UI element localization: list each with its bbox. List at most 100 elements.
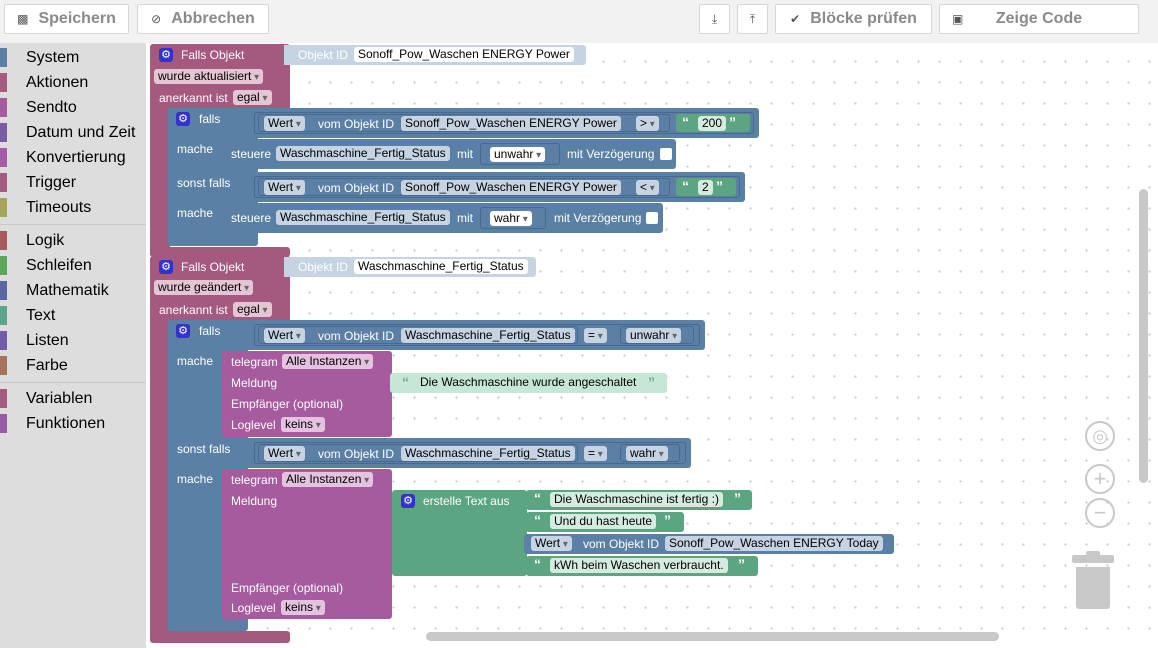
blockly-workspace[interactable]: ⚙ Falls Objekt Objekt ID Sonoff_Pow_Wasc… (146, 43, 1158, 648)
category-konvertierung[interactable]: Konvertierung (0, 145, 146, 170)
category-datum-und-zeit[interactable]: Datum und Zeit (0, 120, 146, 145)
category-aktionen[interactable]: Aktionen (0, 70, 146, 95)
category-label: Timeouts (26, 198, 92, 216)
category-color-swatch (0, 98, 7, 117)
event-dropdown[interactable]: wurde geändert (154, 280, 254, 295)
category-listen[interactable]: Listen (0, 328, 146, 353)
delay-checkbox[interactable] (660, 148, 672, 160)
object-id-field[interactable]: Sonoff_Pow_Waschen ENERGY Today (665, 536, 883, 551)
bool-dropdown[interactable]: wahr (490, 211, 532, 226)
category-label: Schleifen (26, 256, 92, 274)
gear-icon[interactable]: ⚙ (176, 112, 190, 126)
object-id-field[interactable]: Waschmaschine_Fertig_Status (401, 328, 575, 343)
object-id-field[interactable]: Waschmaschine_Fertig_Status (276, 146, 450, 161)
gear-icon[interactable]: ⚙ (159, 260, 173, 274)
show-code-button[interactable]: ▣ Zeige Code (939, 4, 1139, 34)
horizontal-scrollbar[interactable] (426, 632, 999, 641)
text-field[interactable]: kWh beim Waschen verbraucht. (550, 558, 728, 573)
trigger-block-2-foot (150, 631, 290, 643)
object-id-field[interactable]: Sonoff_Pow_Waschen ENERGY Power (354, 47, 574, 62)
trigger-block-2-spine (150, 313, 170, 633)
value-dropdown[interactable]: Wert (264, 180, 305, 195)
category-color-swatch (0, 331, 7, 350)
loglevel-dropdown[interactable]: keins (281, 417, 325, 432)
category-mathematik[interactable]: Mathematik (0, 278, 146, 303)
recenter-icon[interactable]: ◎ (1085, 421, 1115, 451)
trash-lid-icon[interactable] (1072, 551, 1114, 563)
bool-dropdown[interactable]: unwahr (626, 328, 682, 343)
event-dropdown[interactable]: wurde aktualisiert (154, 69, 264, 84)
zoom-in-icon[interactable]: + (1085, 464, 1115, 494)
loglevel-label: Loglevel (231, 418, 276, 432)
category-variablen[interactable]: Variablen (0, 386, 146, 411)
object-id-field[interactable]: Sonoff_Pow_Waschen ENERGY Power (401, 116, 621, 131)
floppy-icon: ▩ (17, 12, 29, 26)
ack-dropdown[interactable]: egal (233, 90, 272, 105)
category-trigger[interactable]: Trigger (0, 170, 146, 195)
if-block-2-foot (168, 619, 248, 631)
text-field[interactable]: Und du hast heute (550, 514, 657, 529)
do-label: mache (177, 206, 214, 220)
operator-dropdown[interactable]: > (636, 116, 659, 131)
elseif-label: sonst falls (177, 176, 231, 190)
message-text-field[interactable]: Die Waschmaschine wurde angeschaltet (420, 375, 637, 389)
quote-close-icon: ” (729, 114, 736, 130)
text-field[interactable]: 200 (698, 116, 727, 131)
object-id-field[interactable]: Sonoff_Pow_Waschen ENERGY Power (401, 180, 621, 195)
cancel-button[interactable]: ⊘ Abbrechen (137, 4, 269, 34)
vertical-scrollbar[interactable] (1139, 189, 1148, 483)
ack-dropdown[interactable]: egal (233, 302, 272, 317)
category-label: Variablen (26, 389, 93, 407)
text-field[interactable]: Die Waschmaschine ist fertig :) (550, 492, 723, 507)
category-schleifen[interactable]: Schleifen (0, 253, 146, 278)
value-dropdown[interactable]: Wert (264, 446, 305, 461)
value-dropdown[interactable]: Wert (264, 328, 305, 343)
operator-dropdown[interactable]: = (584, 446, 607, 461)
zoom-out-icon[interactable]: − (1085, 498, 1115, 528)
instance-dropdown[interactable]: Alle Instanzen (282, 354, 374, 369)
delay-checkbox[interactable] (646, 212, 658, 224)
trigger-title: Falls Objekt (181, 260, 245, 274)
instance-dropdown[interactable]: Alle Instanzen (282, 472, 374, 487)
upload-button[interactable]: ⤒ (737, 4, 768, 34)
category-farbe[interactable]: Farbe (0, 353, 146, 378)
category-label: Logik (26, 231, 65, 249)
quote-open-icon: “ (534, 490, 541, 506)
save-button[interactable]: ▩ Speichern (4, 4, 129, 34)
category-text[interactable]: Text (0, 303, 146, 328)
bool-dropdown[interactable]: wahr (626, 446, 668, 461)
category-logik[interactable]: Logik (0, 228, 146, 253)
telegram-label: telegram (231, 473, 278, 487)
download-button[interactable]: ⤓ (699, 4, 730, 34)
category-timeouts[interactable]: Timeouts (0, 195, 146, 220)
category-sendto[interactable]: Sendto (0, 95, 146, 120)
object-id-field[interactable]: Waschmaschine_Fertig_Status (401, 446, 575, 461)
text-block[interactable] (390, 373, 667, 393)
operator-dropdown[interactable]: < (636, 180, 659, 195)
operator-dropdown[interactable]: = (584, 328, 607, 343)
category-label: Aktionen (26, 73, 89, 91)
category-funktionen[interactable]: Funktionen (0, 411, 146, 436)
category-label: Listen (26, 331, 69, 349)
object-id-field[interactable]: Waschmaschine_Fertig_Status (354, 259, 528, 274)
gear-icon[interactable]: ⚙ (401, 494, 415, 508)
text-field[interactable]: 2 (698, 180, 713, 195)
category-color-swatch (0, 306, 7, 325)
control-label: steuere (231, 211, 272, 225)
bool-dropdown[interactable]: unwahr (490, 147, 546, 162)
value-dropdown[interactable]: Wert (264, 116, 305, 131)
category-system[interactable]: System (0, 45, 146, 70)
telegram-block-2[interactable] (222, 469, 392, 619)
value-dropdown[interactable]: Wert (531, 536, 572, 551)
category-color-swatch (0, 173, 7, 192)
quote-close-icon: ” (738, 556, 745, 572)
gear-icon[interactable]: ⚙ (176, 324, 190, 338)
download-icon: ⤓ (711, 11, 718, 26)
object-id-field[interactable]: Waschmaschine_Fertig_Status (276, 210, 450, 225)
loglevel-dropdown[interactable]: keins (281, 600, 325, 615)
from-object-label: vom Objekt ID (583, 537, 660, 551)
quote-close-icon: ” (716, 178, 723, 194)
check-blocks-button[interactable]: ✔ Blöcke prüfen (775, 4, 932, 34)
trash-icon[interactable] (1076, 567, 1110, 609)
gear-icon[interactable]: ⚙ (159, 48, 173, 62)
